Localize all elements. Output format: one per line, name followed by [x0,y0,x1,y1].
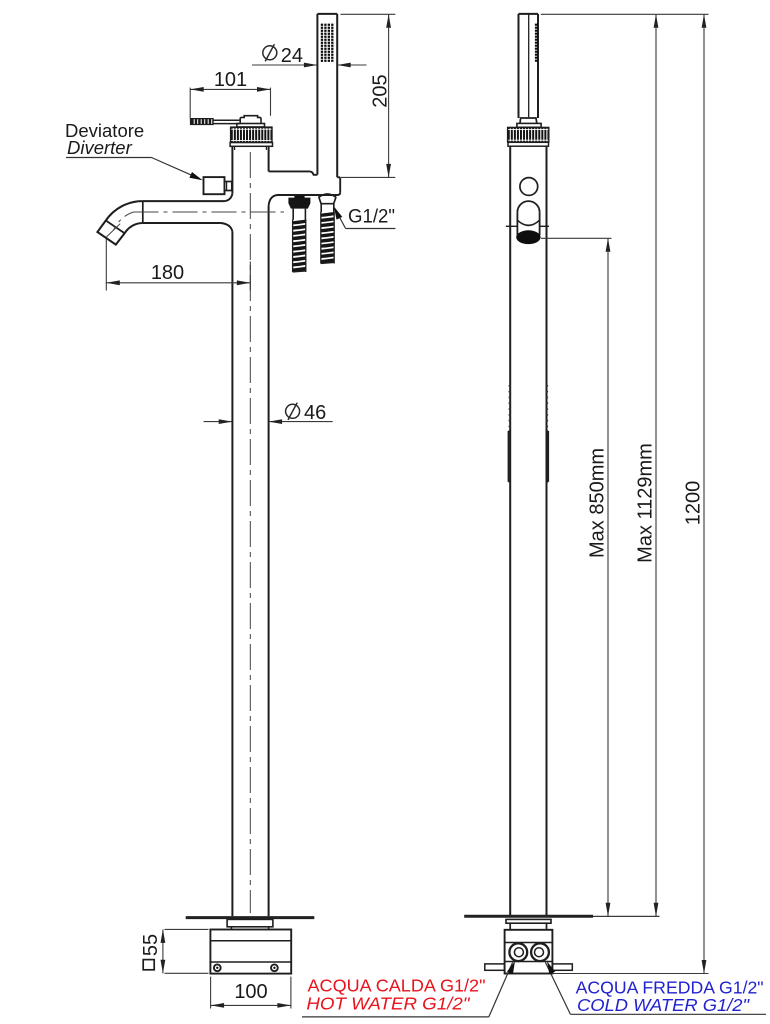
svg-text:Deviatore: Deviatore [65,120,144,141]
svg-text:24: 24 [281,45,303,67]
svg-text:ACQUA FREDDA G1/2": ACQUA FREDDA G1/2" [576,978,764,998]
svg-text:HOT WATER G1/2": HOT WATER G1/2" [306,994,470,1014]
svg-text:55: 55 [140,934,162,956]
svg-text:Max 850mm: Max 850mm [587,448,609,558]
svg-text:101: 101 [214,69,247,91]
svg-text:COLD WATER G1/2": COLD WATER G1/2" [577,995,750,1015]
svg-text:46: 46 [304,402,326,424]
svg-text:180: 180 [151,262,184,284]
svg-text:205: 205 [370,74,392,107]
svg-text:ACQUA CALDA G1/2": ACQUA CALDA G1/2" [308,976,486,996]
svg-text:G1/2": G1/2" [348,207,395,228]
svg-text:Max 1129mm: Max 1129mm [635,443,657,563]
svg-text:Diverter: Diverter [67,137,133,158]
svg-text:100: 100 [234,981,267,1003]
svg-text:1200: 1200 [683,481,705,526]
